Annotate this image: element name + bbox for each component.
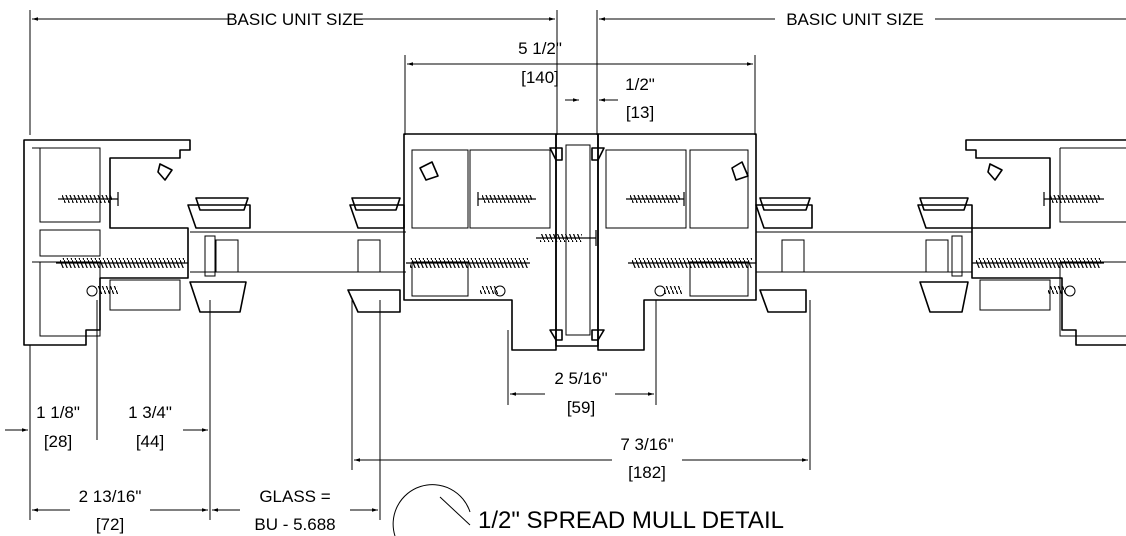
left-frame-profile (23, 139, 191, 346)
right-sash-profile (917, 197, 973, 313)
spread-imperial: 1/2" (625, 75, 655, 94)
right-frame-profile (965, 139, 1126, 346)
dim-2-5-16-imperial: 2 5/16" (554, 369, 607, 388)
dim-1-1-8-metric: [28] (44, 432, 72, 451)
anchor-clip-left (86, 285, 118, 297)
screws (56, 192, 1104, 297)
glass-right (756, 231, 972, 273)
basic-unit-size-right-label: BASIC UNIT SIZE (786, 10, 924, 29)
dim-2-13-16-metric: [72] (96, 515, 124, 534)
dim-1-3-4-metric: [44] (136, 432, 164, 451)
detail-callout-circle (392, 484, 471, 536)
basic-unit-size-left-dimension: BASIC UNIT SIZE (29, 10, 558, 135)
center-right-frame-profile (597, 133, 757, 351)
dim-2-13-16-dimension: 2 13/16" [72] (32, 487, 208, 534)
dim-1-1-8-imperial: 1 1/8" (36, 403, 80, 422)
detail-title-block: 1/2" SPREAD MULL DETAIL (392, 484, 784, 536)
screw-center-right-upper (626, 192, 685, 206)
screw-lower-left (56, 258, 188, 268)
dim-7-3-16-metric: [182] (628, 463, 666, 482)
dim-1-3-4-dimension: 1 3/4" [44] (128, 300, 211, 520)
center-right-sash-profile (755, 197, 813, 313)
detail-title: 1/2" SPREAD MULL DETAIL (478, 507, 784, 534)
glass-dimension: GLASS = BU - 5.688 (212, 300, 381, 534)
dim-7-3-16-dimension: 7 3/16" [182] (351, 300, 811, 482)
dim-2-5-16-dimension: 2 5/16" [59] (507, 300, 657, 417)
left-sash-profile (187, 197, 251, 313)
mull-width-metric: [140] (521, 68, 559, 87)
basic-unit-size-left-label: BASIC UNIT SIZE (226, 10, 364, 29)
center-left-sash-profile (347, 197, 405, 313)
screw-center-left-lower (406, 258, 530, 297)
screw-lower-right (972, 258, 1104, 297)
center-left-frame-profile (403, 133, 557, 351)
glass-label-line1: GLASS = (259, 487, 330, 506)
screw-center-right-lower (628, 258, 756, 297)
dim-1-1-8-dimension: 1 1/8" [28] (5, 300, 98, 520)
dim-1-3-4-imperial: 1 3/4" (128, 403, 172, 422)
mull-width-dimension: 5 1/2" [140] (404, 39, 756, 135)
mull-width-imperial: 5 1/2" (518, 39, 562, 58)
glass-left (190, 231, 406, 273)
spread-metric: [13] (626, 103, 654, 122)
screw-upper-right (1043, 192, 1104, 206)
screw-upper-left (58, 192, 119, 206)
dimension-layer: BASIC UNIT SIZE BASIC UNIT SIZE 5 1/2" [… (5, 10, 1126, 534)
glass-label-line2: BU - 5.688 (254, 515, 335, 534)
screw-mull-center (536, 230, 597, 246)
dim-7-3-16-imperial: 7 3/16" (620, 435, 673, 454)
dim-2-5-16-metric: [59] (567, 398, 595, 417)
dim-2-13-16-imperial: 2 13/16" (79, 487, 142, 506)
basic-unit-size-right-dimension: BASIC UNIT SIZE (596, 10, 1126, 135)
screw-center-left-upper (477, 192, 536, 206)
spread-dimension: 1/2" [13] (565, 75, 655, 122)
